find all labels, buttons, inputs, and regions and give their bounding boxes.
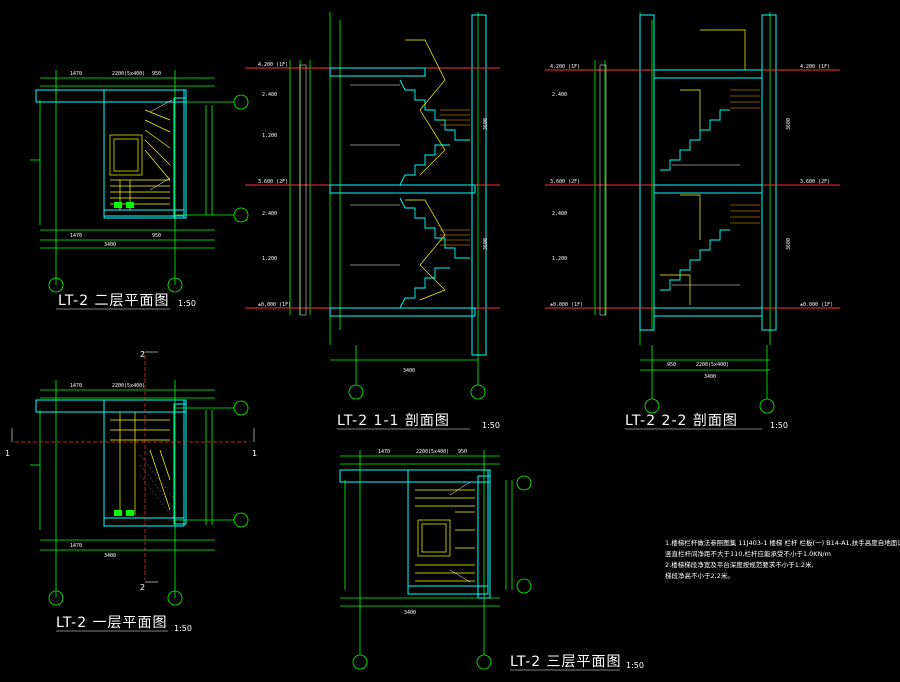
plan-third-floor-title: LT-2 三层平面图 <box>510 654 622 670</box>
plan-third-floor-scale: 1:50 <box>626 661 644 670</box>
dim-left: 1470 <box>378 449 390 455</box>
cut-mark-1: 1 <box>252 449 257 458</box>
dim-right: 950 <box>152 71 161 77</box>
cut-mark-2: 2 <box>140 350 145 359</box>
axis-bubble <box>48 277 64 293</box>
axis-bubble <box>644 398 660 414</box>
plan-first-floor: 1 1 2 2 1470 2200(5x400) 1470 3400 LT-2 … <box>5 350 257 633</box>
level-label: 2.400 <box>552 92 567 98</box>
general-notes: 1.楼梯栏杆做法参照图集 11J403-1 楼梯 栏杆 栏板(一) B14-A1… <box>665 538 900 580</box>
level-label: 1.200 <box>262 133 277 139</box>
plan-third-floor: 1470 2200(5x400) 950 3400 LT-2 三层平面图 1:5… <box>339 449 644 671</box>
dim-height: 3600 <box>483 118 489 130</box>
level-label: 1.200 <box>552 256 567 262</box>
level-label: 3.600 (2F) <box>258 179 288 185</box>
dim-mid: 2200(5x400) <box>696 362 729 368</box>
axis-bubble <box>48 590 64 606</box>
plan-second-floor: 1470 2200(5x400) 950 1470 950 3400 LT-2 … <box>30 70 249 310</box>
dim-right: 950 <box>152 233 161 239</box>
level-label: 4.200 (1F) <box>800 64 830 70</box>
dim-left: 1470 <box>70 383 82 389</box>
note-line-2: 竖直栏杆间净距不大于110,栏杆应能承受不小于1.0KN/m <box>665 549 831 558</box>
dim-height: 3600 <box>786 118 792 130</box>
level-label: 1.200 <box>262 256 277 262</box>
dim-left: 1470 <box>70 543 82 549</box>
dim-total: 3400 <box>404 610 416 616</box>
axis-bubble <box>167 590 183 606</box>
plan-second-floor-scale: 1:50 <box>178 299 196 308</box>
plan-first-floor-scale: 1:50 <box>174 624 192 633</box>
section-1-1-scale: 1:50 <box>482 421 500 430</box>
level-label: 2.400 <box>262 211 277 217</box>
level-label: 2.400 <box>262 92 277 98</box>
note-line-1: 1.楼梯栏杆做法参照图集 11J403-1 楼梯 栏杆 栏板(一) B14-A1… <box>665 538 900 547</box>
cut-mark-2: 2 <box>140 583 145 592</box>
level-label: ±0.000 (1F) <box>258 302 291 308</box>
axis-bubble <box>470 384 486 400</box>
dim-total: 3400 <box>104 242 116 248</box>
dim-height: 3600 <box>483 238 489 250</box>
level-label: 2.400 <box>552 211 567 217</box>
axis-bubble <box>516 578 532 594</box>
axis-bubble <box>352 654 368 670</box>
dim-left: 1470 <box>70 71 82 77</box>
note-line-3: 2.楼梯梯段净宽及平台深度按规范要求不小于1.2米, <box>665 560 814 569</box>
axis-bubble <box>476 654 492 670</box>
dim-total: 3400 <box>403 368 415 374</box>
axis-bubble <box>167 277 183 293</box>
level-label: ±0.000 (1F) <box>800 302 833 308</box>
section-2-2: 4.200 (1F) 3.600 (2F) ±0.000 (1F) 4.200 … <box>545 12 840 430</box>
dim-total: 3400 <box>704 374 716 380</box>
level-label: ±0.000 (1F) <box>550 302 583 308</box>
dim-mid: 2200(5x400) <box>416 449 449 455</box>
plan-second-floor-title: LT-2 二层平面图 <box>58 293 170 309</box>
level-label: 3.600 (2F) <box>550 179 580 185</box>
section-1-1-title: LT-2 1-1 剖面图 <box>337 413 450 429</box>
axis-bubble <box>233 94 249 110</box>
axis-bubble <box>233 400 249 416</box>
axis-bubble <box>233 512 249 528</box>
dim-total: 3400 <box>104 553 116 559</box>
dim-left: 1470 <box>70 233 82 239</box>
plan-first-floor-title: LT-2 一层平面图 <box>56 615 168 631</box>
dim-mid: 2200(5x400) <box>112 71 145 77</box>
dim-mid: 2200(5x400) <box>112 383 145 389</box>
level-label: 4.200 (1F) <box>550 64 580 70</box>
dim-left: 950 <box>667 362 676 368</box>
level-label: 3.600 (2F) <box>800 179 830 185</box>
section-1-1: 4.200 (1F) 3.600 (2F) ±0.000 (1F) 2.400 … <box>245 12 500 430</box>
axis-bubble <box>233 207 249 223</box>
dim-height: 3600 <box>786 238 792 250</box>
dim-right: 950 <box>458 449 467 455</box>
section-2-2-scale: 1:50 <box>770 421 788 430</box>
note-line-4: 梯段净高不小于2.2米。 <box>665 571 734 580</box>
axis-bubble <box>759 398 775 414</box>
level-label: 4.200 (1F) <box>258 62 288 68</box>
axis-bubble <box>348 384 364 400</box>
cut-mark-1: 1 <box>5 449 10 458</box>
section-2-2-title: LT-2 2-2 剖面图 <box>625 413 738 429</box>
axis-bubble <box>516 475 532 491</box>
